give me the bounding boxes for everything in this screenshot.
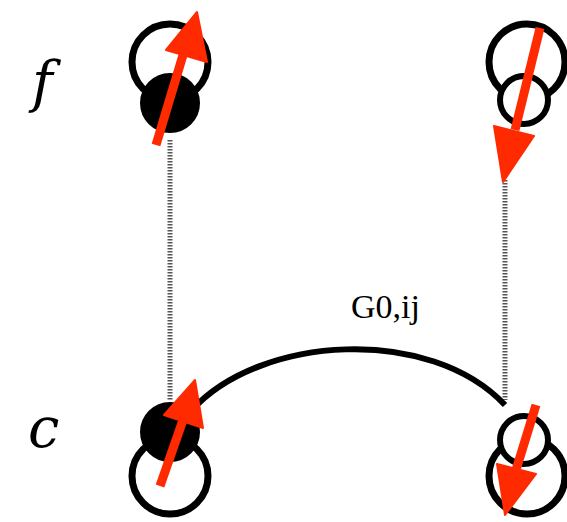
spin-arrow bbox=[516, 405, 536, 470]
propagator-label: G0,ij bbox=[348, 290, 423, 324]
propagator-curve bbox=[192, 349, 505, 410]
spin-arrowhead bbox=[494, 126, 534, 182]
hybridization-line bbox=[168, 140, 173, 400]
orbital-label: f bbox=[32, 54, 53, 110]
spin-arrow bbox=[515, 28, 540, 130]
spin-arrowhead bbox=[164, 380, 203, 428]
orbital-label: c bbox=[28, 400, 59, 456]
spin-arrowhead bbox=[497, 464, 536, 515]
hybridization-line bbox=[503, 180, 508, 400]
spin-arrowhead bbox=[166, 12, 207, 62]
spin-arrow bbox=[160, 420, 183, 486]
spin-arrow bbox=[156, 55, 183, 145]
